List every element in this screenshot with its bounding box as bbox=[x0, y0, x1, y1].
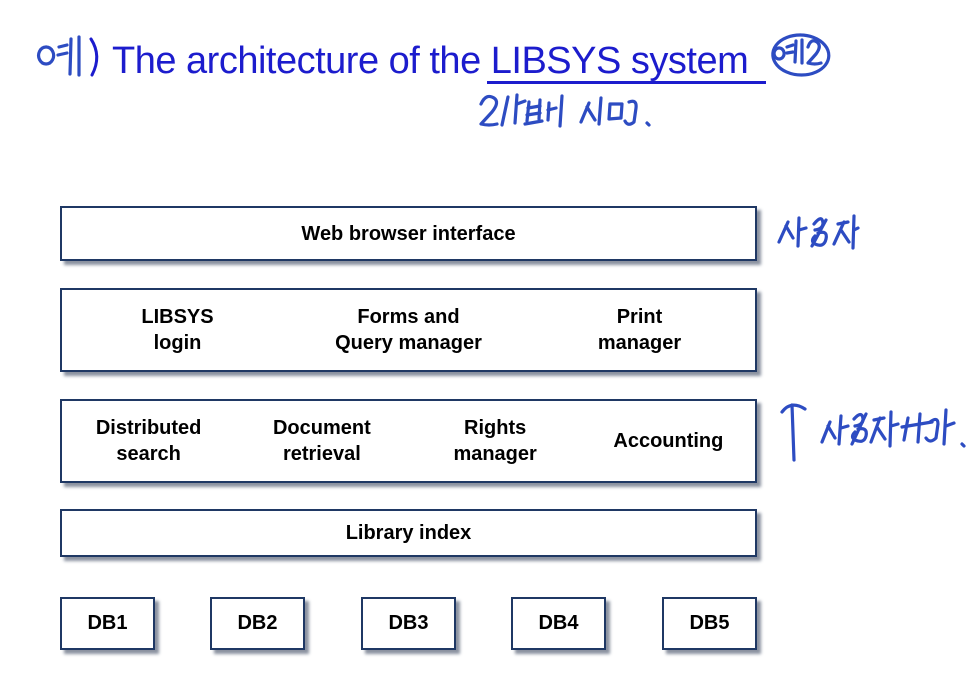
component-distributed-search: Distributed search bbox=[95, 417, 202, 465]
db-box-3: DB3 bbox=[361, 597, 456, 650]
layer-web-browser-interface: Web browser interface bbox=[60, 206, 757, 261]
handwritten-subtitle-note bbox=[479, 93, 651, 128]
layer-session: LIBSYS login Forms and Query manager Pri… bbox=[60, 288, 757, 372]
component-forms-query-manager: Forms and Query manager bbox=[335, 306, 482, 354]
handwritten-example-prefix bbox=[37, 35, 99, 77]
page-title: The architecture of the LIBSYS system bbox=[112, 40, 749, 82]
layer-services: Distributed search Document retrieval Ri… bbox=[60, 399, 757, 483]
component-rights-manager: Rights manager bbox=[453, 417, 537, 465]
handwritten-circled-example-2 bbox=[771, 33, 831, 77]
db-box-5: DB5 bbox=[662, 597, 757, 650]
layer-label: Web browser interface bbox=[301, 222, 516, 245]
title-underline bbox=[487, 81, 766, 84]
component-accounting: Accounting bbox=[613, 430, 724, 452]
component-libsys-login: LIBSYS login bbox=[141, 306, 214, 354]
db-box-1: DB1 bbox=[60, 597, 155, 650]
component-document-retrieval: Document retrieval bbox=[272, 417, 371, 465]
db-box-4: DB4 bbox=[511, 597, 606, 650]
component-print-manager: Print manager bbox=[597, 306, 682, 354]
db-box-2: DB2 bbox=[210, 597, 305, 650]
layer-label: Library index bbox=[345, 522, 472, 544]
layer-library-index: Library index bbox=[60, 509, 757, 557]
handwritten-user-note bbox=[777, 214, 860, 250]
handwritten-user-related-note bbox=[780, 403, 966, 462]
